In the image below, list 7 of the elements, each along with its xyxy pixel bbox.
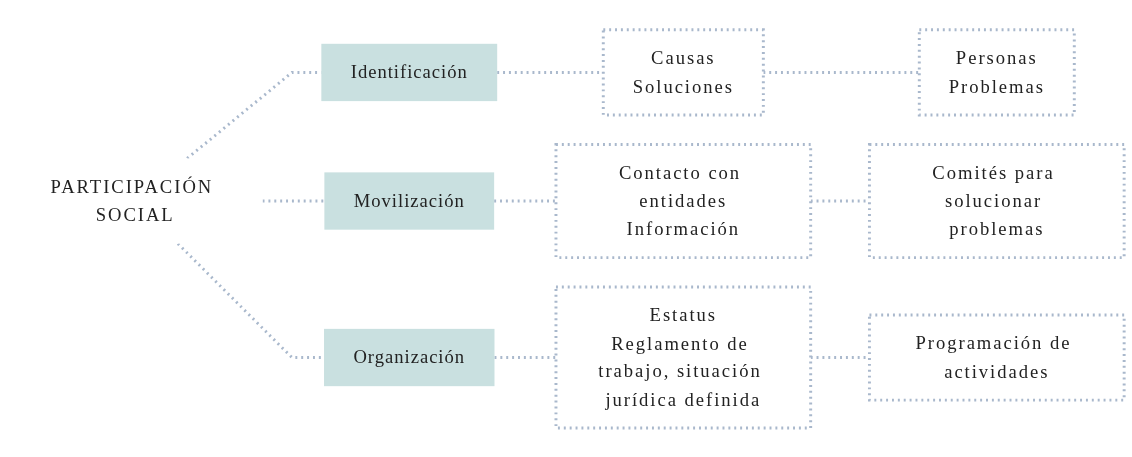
- node-box: Organización: [324, 328, 495, 386]
- node-box: Identificación: [321, 43, 498, 101]
- node-text: PARTICIPACIÓN SOCIAL: [50, 175, 214, 225]
- connector: [494, 355, 556, 359]
- connector: [494, 199, 556, 203]
- node-box: Movilización: [324, 171, 495, 230]
- connector: [262, 199, 325, 203]
